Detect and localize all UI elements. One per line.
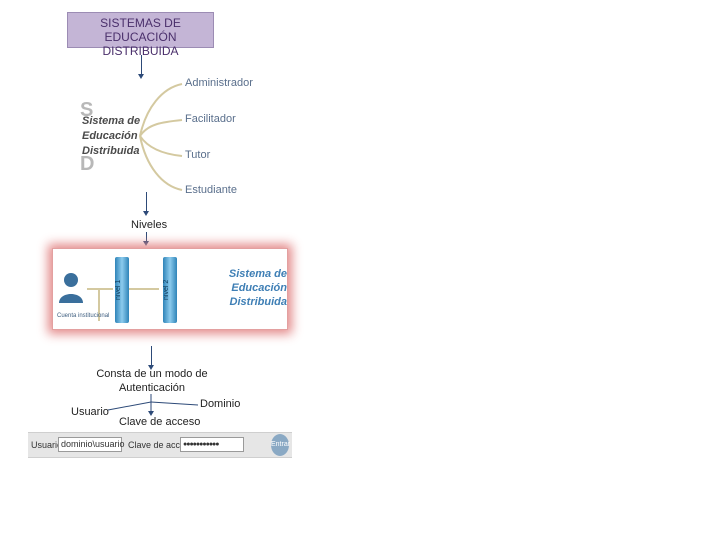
arrow-sed-to-niveles — [146, 192, 147, 212]
usuario-input[interactable]: dominio\usuario — [58, 437, 125, 452]
role-estudiante: Estudiante — [185, 184, 237, 196]
title-box: SISTEMAS DE EDUCACIÓN DISTRIBUIDA — [67, 12, 214, 58]
panel-connectors — [87, 288, 159, 321]
consta-line-1: Consta de un modo de — [96, 368, 208, 380]
role-facilitador: Facilitador — [185, 113, 236, 125]
nivel-1-bar — [115, 257, 129, 323]
panel-sed-line-2: Educación — [231, 282, 287, 294]
role-administrador: Administrador — [185, 77, 253, 89]
sed-big-letters: S E D — [80, 97, 94, 178]
arrow-panel-to-auth-head — [148, 365, 154, 370]
curve-tutor — [139, 135, 183, 157]
arrow-panel-to-auth — [151, 346, 152, 366]
sed-letter-e: E — [80, 126, 94, 148]
sed-label-line-1: Sistema de — [82, 115, 141, 127]
curve-estudiante — [139, 135, 183, 191]
password-input[interactable]: ●●●●●●●●●●● — [180, 437, 244, 452]
sed-label-line-3: Distribuida — [82, 145, 140, 157]
login-clave-label: Clave de acceso — [128, 440, 195, 450]
nivel-2-label: nivel 2 — [163, 279, 170, 301]
auth-branches — [107, 394, 199, 416]
cuenta-institucional-label: Cuenta institucional — [57, 313, 110, 319]
login-usuario-label: Usuario — [31, 440, 63, 450]
consta-text: Consta de un modo de Autenticación — [96, 367, 208, 395]
login-bar: Usuario dominio\usuario Clave de acceso … — [28, 432, 292, 458]
login-go-button[interactable]: Entrar — [271, 434, 290, 456]
arrow-title-to-sed-head — [138, 74, 144, 79]
sed-label: Sistema de Educación Distribuida — [82, 114, 140, 159]
curve-facilitador — [139, 119, 183, 137]
arrow-sed-to-niveles-head — [143, 211, 149, 216]
title-text: SISTEMAS DE EDUCACIÓN DISTRIBUIDA — [100, 16, 181, 58]
arrow-niveles-to-panel-head — [143, 241, 149, 246]
role-tutor: Tutor — [185, 149, 211, 161]
nivel-1-label: nivel 1 — [115, 279, 122, 301]
panel-sed-line-3: Distribuida — [229, 296, 287, 308]
sed-letter-s: S — [80, 99, 94, 121]
clave-label: Clave de acceso — [119, 416, 201, 428]
usuario-label: Usuario — [71, 406, 109, 418]
user-icon — [59, 273, 83, 303]
dominio-label: Dominio — [200, 398, 241, 410]
levels-panel: nivel 1 nivel 2 Sistema de Educación Dis… — [52, 248, 288, 330]
sed-letter-d: D — [80, 153, 95, 175]
role-curves — [139, 83, 183, 191]
nivel-2-bar — [163, 257, 177, 323]
panel-sed-text: Sistema de Educación Distribuida — [211, 267, 287, 309]
arrow-niveles-to-panel — [146, 232, 147, 242]
curve-administrador — [139, 83, 183, 137]
consta-line-2: Autenticación — [118, 382, 186, 394]
sed-label-line-2: Educación — [82, 130, 138, 142]
niveles-label: Niveles — [131, 219, 168, 231]
arrow-title-to-sed — [141, 55, 142, 75]
panel-sed-line-1: Sistema de — [228, 268, 287, 280]
